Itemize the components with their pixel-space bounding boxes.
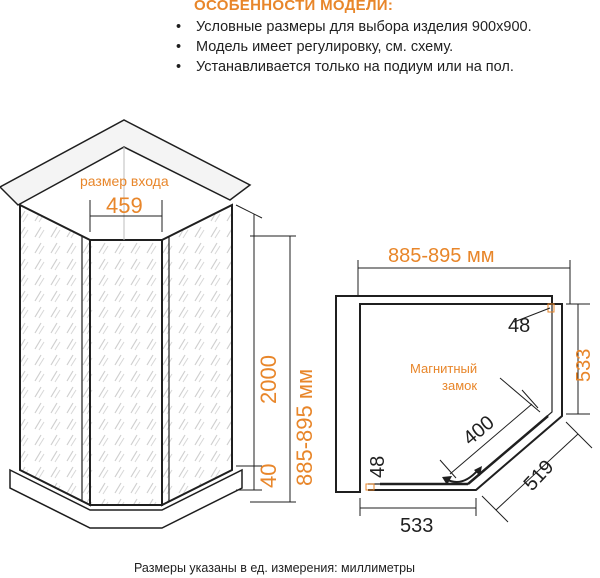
left-dimension-lines	[89, 200, 296, 503]
magnetic-lock-label-2: замок	[442, 378, 477, 393]
right-side-value: 533	[573, 349, 595, 382]
door-glass-panel	[89, 239, 163, 506]
entry-width-value: 459	[106, 193, 143, 218]
enclosure-roof	[0, 119, 252, 206]
right-glass-panel	[161, 203, 233, 507]
gap-marker	[547, 303, 555, 313]
feature-item: Модель имеет регулировку, см. схему.	[176, 37, 532, 57]
right-dimension-lines	[357, 260, 593, 523]
wall-outline	[335, 295, 553, 493]
side-width-value: 885-895 мм	[292, 369, 317, 486]
tray-height-value: 40	[256, 464, 281, 488]
feature-item: Устанавливается только на подиум или на …	[176, 57, 532, 77]
entry-size-label: размер входа	[80, 173, 169, 189]
door-width-value: 400	[459, 412, 499, 450]
features-list: Условные размеры для выбора изделия 900х…	[176, 17, 532, 77]
units-note: Размеры указаны в ед. измерения: миллиме…	[134, 561, 415, 575]
plan-view	[335, 295, 563, 493]
sliding-door	[467, 415, 549, 485]
diagonal-value: 519	[520, 456, 559, 495]
left-glass-panel	[19, 203, 91, 507]
bottom-side-value: 533	[400, 515, 433, 537]
height-value: 2000	[256, 355, 281, 404]
shower-enclosure-view	[0, 119, 252, 529]
enclosure-outline	[368, 303, 563, 491]
magnetic-lock-label: Магнитный	[410, 361, 477, 376]
plan-width-value: 885-895 мм	[388, 245, 494, 267]
top-gap-value: 48	[508, 315, 530, 337]
feature-item: Условные размеры для выбора изделия 900х…	[176, 17, 532, 37]
features-heading: ОСОБЕННОСТИ МОДЕЛИ:	[194, 0, 394, 14]
left-gap-value: 48	[367, 456, 389, 478]
